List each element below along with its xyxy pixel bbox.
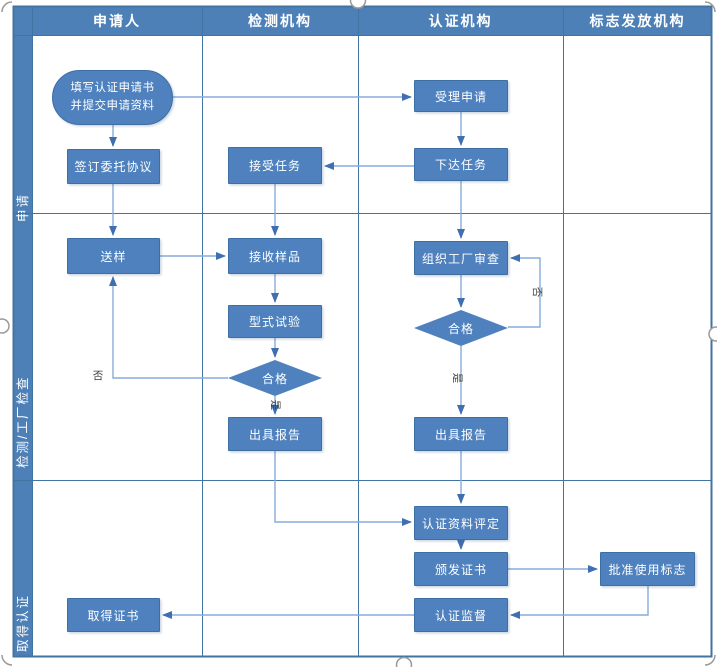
header-col-applicant-label: 申请人 [93,12,141,29]
node-approve-mark-label: 批准使用标志 [608,562,687,577]
node-accept-application[interactable]: 受理申请 [414,80,508,112]
node-start-label-line1: 填写认证申请书 [70,81,155,94]
node-grant-certificate[interactable]: 颁发证书 [414,552,508,586]
node-accept-application-label: 受理申请 [434,89,487,104]
stage-band [13,35,32,657]
branch-label-review-yes: 是 [451,372,463,384]
node-issue-report-review[interactable]: 出具报告 [414,417,508,451]
node-cert-supervision[interactable]: 认证监督 [414,598,508,632]
node-start[interactable]: 填写认证申请书 并提交申请资料 [52,70,173,125]
node-receive-sample[interactable]: 接收样品 [228,238,322,274]
node-issue-task[interactable]: 下达任务 [414,148,508,181]
header-corner-cell [13,6,32,35]
branch-label-review-no: 否 [531,286,543,298]
node-type-test[interactable]: 型式试验 [228,305,322,338]
header-col-certification-agency-label: 认证机构 [428,12,493,29]
node-grant-certificate-label: 颁发证书 [434,562,487,577]
branch-label-test-yes: 是 [269,399,281,411]
header-col-testing-agency-label: 检测机构 [248,12,312,29]
node-issue-report-test[interactable]: 出具报告 [228,417,322,451]
edge-test-qualified-no-to-send-sample[interactable] [109,276,228,379]
node-obtain-certificate[interactable]: 取得证书 [67,598,160,632]
header-col-mark-issuing-agency: 标志发放机构 [563,6,712,35]
node-receive-sample-label: 接收样品 [248,249,301,264]
node-sign-agreement[interactable]: 签订委托协议 [67,149,160,184]
node-send-sample-label: 送样 [100,249,127,264]
header-col-testing-agency: 检测机构 [202,6,358,35]
node-assess-materials[interactable]: 认证资料评定 [414,506,508,540]
node-issue-report-test-label: 出具报告 [248,427,301,442]
selection-handle-top-middle[interactable] [349,0,367,9]
node-obtain-certificate-label: 取得证书 [87,608,140,623]
edge-issue-report-test-to-assess-materials[interactable] [274,451,412,526]
node-cert-supervision-label: 认证监督 [434,608,487,623]
node-review-qualified-label: 合格 [447,321,474,336]
node-type-test-label: 型式试验 [248,315,301,329]
edge-review-qualified-no-to-factory-review[interactable] [508,254,541,328]
node-issue-report-review-label: 出具报告 [434,427,487,442]
header-col-mark-issuing-agency-label: 标志发放机构 [589,12,686,29]
selection-handle-bottom-middle[interactable] [395,656,413,667]
node-test-qualified-label: 合格 [261,371,288,386]
node-start-label-line2: 并提交申请资料 [70,99,155,112]
edge-approve-mark-to-cert-supervision[interactable] [510,586,649,619]
node-factory-review-label: 组织工厂审查 [421,251,500,266]
branch-label-test-no: 否 [92,370,104,382]
node-test-qualified-decision[interactable]: 合格 [228,360,322,396]
node-review-qualified-decision[interactable]: 合格 [414,310,508,346]
node-send-sample[interactable]: 送样 [67,238,160,274]
node-approve-mark[interactable]: 批准使用标志 [600,552,695,586]
header-col-certification-agency: 认证机构 [358,6,563,35]
selection-handle-right-middle[interactable] [708,326,717,342]
header-col-applicant: 申请人 [32,6,202,35]
node-sign-agreement-label: 签订委托协议 [74,160,153,174]
selection-handle-left-middle[interactable] [0,318,10,334]
node-accept-task-label: 接受任务 [248,159,301,173]
node-factory-review[interactable]: 组织工厂审查 [414,241,508,275]
node-issue-task-label: 下达任务 [434,158,487,172]
node-assess-materials-label: 认证资料评定 [421,516,500,531]
node-accept-task[interactable]: 接受任务 [228,147,322,184]
